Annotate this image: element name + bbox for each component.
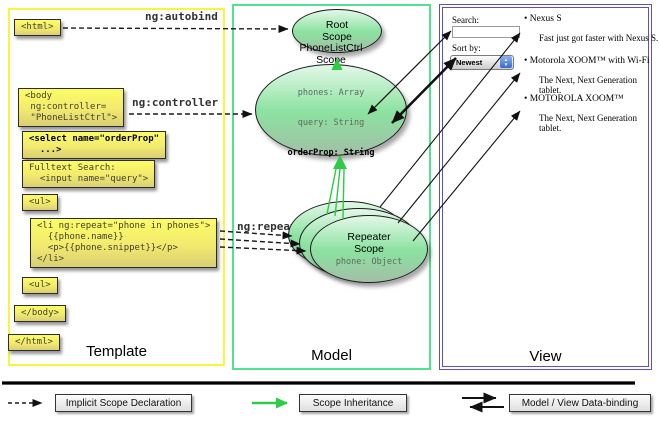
label-ng-controller: ng:controller	[132, 96, 219, 109]
code-ul-open: <ul>	[22, 194, 58, 211]
legend-model-view-data-binding: Model / View Data-binding	[509, 394, 651, 412]
root-scope-ellipse: Root Scope	[292, 9, 382, 53]
code-body-open: <body ng:controller= "PhoneListCtrl">	[18, 88, 125, 127]
legend-implicit-scope-declaration: Implicit Scope Declaration	[55, 394, 192, 412]
code-html-close: </html>	[8, 334, 60, 351]
code-select-tag: <select name="orderProp" ...>	[22, 131, 167, 159]
search-label: Search:	[452, 15, 479, 25]
view-item-title: Nexus S	[524, 14, 562, 24]
code-fulltext-search: Fulltext Search: <input name="query">	[22, 160, 156, 188]
label-ng-autobind: ng:autobind	[145, 10, 218, 23]
root-scope-title: Root Scope	[322, 19, 352, 43]
dropdown-stepper-icon	[500, 56, 512, 68]
sort-by-label: Sort by:	[452, 43, 481, 53]
search-input[interactable]	[452, 26, 520, 38]
view-item-desc: Fast just got faster with Nexus S.	[539, 33, 659, 43]
sort-dropdown-value: Newest	[456, 58, 483, 67]
phonelistctrl-scope-props: phones: Array query: String orderProp: S…	[288, 68, 375, 178]
view-panel-label: View	[529, 348, 562, 365]
sort-dropdown[interactable]: Newest	[450, 55, 514, 70]
template-panel-label: Template	[86, 343, 147, 360]
prop-orderprop: orderProp: String	[287, 148, 375, 158]
repeater-scope-prop: phone: Object	[335, 257, 403, 267]
view-item-title: Motorola XOOM™ with Wi-Fi	[524, 56, 650, 66]
repeater-scope-title: Repeater Scope	[347, 231, 391, 255]
code-li-repeat: <li ng:repeat="phone in phones"> {{phone…	[30, 218, 218, 268]
code-html-open: <html>	[14, 19, 61, 36]
phonelistctrl-scope-title: PhoneListCtrl Scope	[299, 42, 363, 66]
model-panel-label: Model	[311, 347, 352, 364]
phonelistctrl-scope-ellipse: PhoneListCtrl Scope phones: Array query:…	[255, 42, 407, 158]
view-item-title: MOTOROLA XOOM™	[524, 94, 624, 104]
prop-phones: phones: Array	[297, 88, 365, 98]
code-ul-close: <ul>	[22, 277, 58, 294]
view-item-desc: The Next, Next Generation tablet.	[539, 113, 637, 133]
view-item-desc: The Next, Next Generation tablet.	[539, 75, 637, 95]
prop-query: query: String	[297, 118, 365, 128]
legend-scope-inheritance: Scope Inheritance	[299, 394, 407, 412]
repeater-scope-ellipse-front: Repeater Scope phone: Object	[310, 215, 428, 283]
code-body-close: </body>	[14, 305, 66, 322]
label-ng-repeat: ng:repeat	[237, 220, 297, 233]
